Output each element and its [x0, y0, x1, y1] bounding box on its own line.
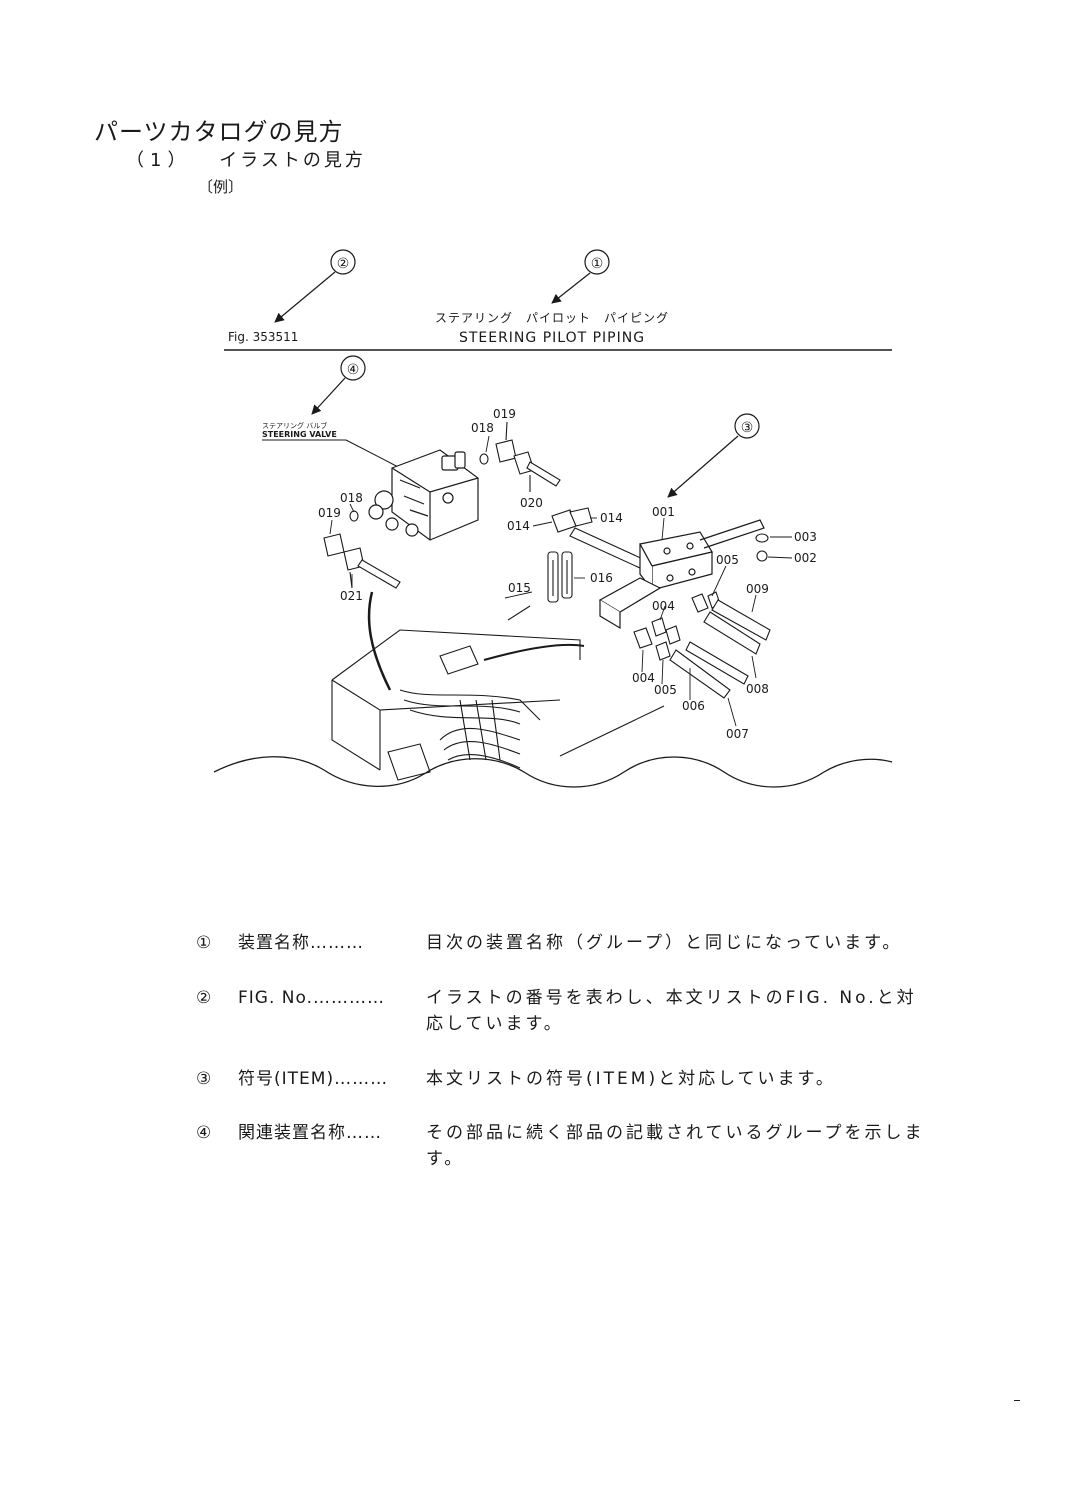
part-label: 008 [746, 682, 769, 696]
part-label: 004 [632, 671, 655, 685]
part-label: 021 [340, 589, 363, 603]
callout-3: ③ [667, 413, 760, 498]
callout-1: ① [551, 249, 610, 304]
cutoff-wave [213, 756, 893, 788]
part-label: 009 [746, 582, 769, 596]
part-labels: 019 018 020 018 019 021 014 014 001 003 … [318, 407, 817, 741]
legend-description: イラストの番号を表わし、本文リストのFIG. No.と対応しています。 [426, 988, 917, 1034]
part-label: 019 [318, 506, 341, 520]
part-label: 007 [726, 727, 749, 741]
legend-mark: ① [196, 933, 214, 953]
example-label: 〔例〕 [198, 178, 244, 196]
example-illustration: ② ① ④ ③ Fig. 353511 ステアリング パイロット パイピング S… [213, 249, 893, 788]
part-label: 020 [520, 496, 543, 510]
legend-term: FIG. No.………… [238, 988, 385, 1008]
bolts-002-003 [755, 533, 769, 562]
fittings-top [479, 421, 561, 492]
part-label: 001 [652, 505, 675, 519]
related-group-jp: ステアリング バルブ [262, 421, 327, 430]
part-label: 014 [600, 511, 623, 525]
legend-mark: ④ [196, 1123, 214, 1143]
section-title: イラストの見方 [219, 150, 366, 171]
part-label: 005 [654, 683, 677, 697]
steering-valve-drawing [368, 449, 479, 541]
fittings-014 [551, 507, 646, 569]
legend-description: 本文リストの符号(ITEM)と対応しています。 [426, 1069, 836, 1089]
leader-lines [329, 435, 793, 727]
legend-term: 装置名称……… [238, 933, 364, 953]
hoses-and-connectors [633, 591, 771, 699]
related-group-en: STEERING VALVE [262, 430, 337, 439]
legend-description: その部品に続く部品の記載されているグループを示します。 [426, 1123, 925, 1169]
page-title: パーツカタログの見方 [94, 118, 344, 146]
part-label: 018 [471, 421, 494, 435]
bracket-001 [598, 519, 765, 630]
part-label: 015 [508, 581, 531, 595]
group-name-en: STEERING PILOT PIPING [459, 330, 645, 346]
legend-description: 目次の装置名称（グループ）と同じになっています。 [426, 933, 903, 953]
legend-term: 関連装置名称…… [238, 1123, 382, 1143]
part-label: 016 [590, 571, 613, 585]
part-label: 005 [716, 553, 739, 567]
bolts-015-016 [547, 551, 573, 603]
callout-4: ④ [311, 355, 366, 415]
callout-2: ② [274, 249, 356, 323]
part-label: 002 [794, 551, 817, 565]
legend-mark: ③ [196, 1069, 214, 1089]
svg-text:④: ④ [347, 362, 360, 378]
legend-term: 符号(ITEM)……… [238, 1069, 389, 1089]
machine-body-drawing [331, 605, 665, 781]
part-label: 003 [794, 530, 817, 544]
section-number: （1） [126, 150, 192, 171]
part-label: 014 [507, 519, 530, 533]
legend-mark: ② [196, 988, 214, 1008]
fig-number: Fig. 353511 [228, 330, 298, 344]
part-label: 006 [682, 699, 705, 713]
svg-text:②: ② [337, 256, 350, 272]
part-label: 018 [340, 491, 363, 505]
part-label: 019 [493, 407, 516, 421]
group-name-jp: ステアリング パイロット パイピング [435, 311, 669, 325]
svg-text:③: ③ [741, 420, 754, 436]
svg-text:①: ① [591, 256, 604, 272]
section-heading: （1） イラストの見方 [126, 146, 366, 172]
fittings-left [323, 510, 401, 691]
page-mark [1014, 1400, 1020, 1401]
part-label: 004 [652, 599, 675, 613]
